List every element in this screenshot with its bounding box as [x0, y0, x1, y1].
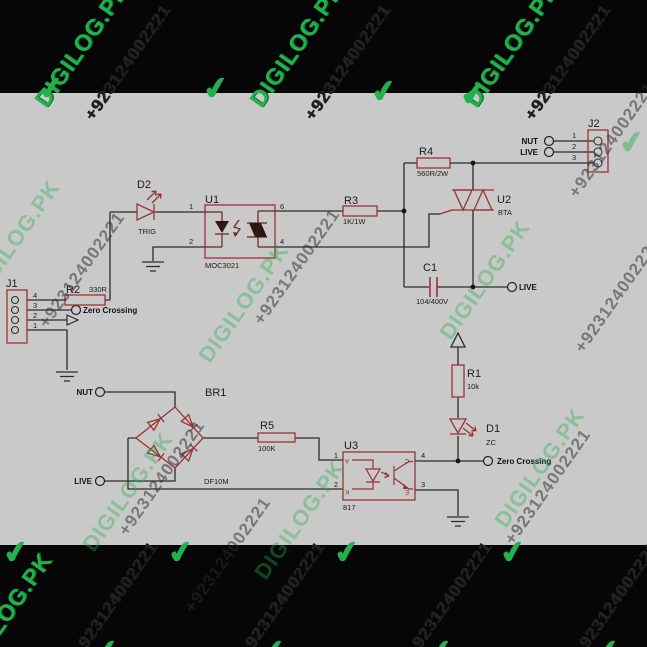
resistor-r4: R4 560R/2W — [416, 146, 451, 178]
resistor-r3: R3 1K/1W — [342, 195, 378, 226]
u2-ref: U2 — [497, 194, 511, 206]
u3-pin2: 2 — [334, 480, 338, 489]
ground-symbols — [56, 261, 469, 527]
u1-value: MOC3021 — [205, 261, 239, 270]
u3-pinletter-e: E — [405, 488, 409, 494]
j1-pin3: 3 — [33, 301, 37, 310]
check-icon: ✔ — [91, 633, 122, 647]
br1-value: DF10M — [204, 477, 229, 486]
d2-value: TRIG — [138, 227, 156, 236]
net-labels: Zero Crossing Zero Crossing NUT LIVE LIV… — [74, 283, 551, 486]
u3-pinletter-k: K — [345, 488, 349, 494]
u2-value: BTA — [498, 208, 512, 217]
u3-value: 817 — [343, 503, 356, 512]
u1-ref: U1 — [205, 194, 219, 206]
u3-pin3: 3 — [421, 480, 425, 489]
r2-value: 330R — [89, 285, 108, 294]
signal-arrow-icon — [66, 314, 80, 326]
j2-live-label: LIVE — [520, 148, 538, 157]
led-d2: D2 TRIG — [136, 179, 162, 236]
led-d1: D1 ZC — [448, 418, 500, 447]
connector-j1: J1 4 3 2 1 — [6, 278, 37, 344]
resistor-r1: R1 10k — [451, 364, 481, 398]
live-top-label: LIVE — [519, 283, 537, 292]
j1-pin2: 2 — [33, 311, 37, 320]
r4-ref: R4 — [419, 146, 433, 158]
d1-ref: D1 — [486, 423, 500, 435]
watermark-phone: +923124002221 — [67, 538, 162, 647]
connector-j2: J2 1 2 3 NUT LIVE — [520, 118, 609, 173]
resistor-r2: R2 330R — [64, 284, 108, 306]
j1-ref: J1 — [6, 278, 18, 290]
check-icon: ✔ — [425, 633, 456, 647]
watermark-phone: +923124002221 — [568, 538, 647, 647]
j1-pin4: 4 — [33, 291, 37, 300]
u1-pin1: 1 — [189, 202, 193, 211]
c1-value: 104/400V — [416, 297, 448, 306]
schematic-sheet: J1 4 3 2 1 R2 330R D2 TRIG — [0, 93, 647, 545]
optocoupler-u1: U1 MOC3021 1 2 6 4 — [189, 194, 284, 270]
schematic-svg: J1 4 3 2 1 R2 330R D2 TRIG — [6, 118, 609, 527]
zero-crossing-top-label: Zero Crossing — [83, 306, 137, 315]
watermark-phone: +923124002221 — [234, 538, 329, 647]
d2-ref: D2 — [137, 179, 151, 191]
r5-ref: R5 — [260, 420, 274, 432]
u1-pin4: 4 — [280, 237, 284, 246]
nut-terminal-label: NUT — [77, 388, 94, 397]
u1-pin2: 2 — [189, 237, 193, 246]
watermark-phone: +923124002221 — [401, 538, 496, 647]
j1-pin1: 1 — [33, 321, 37, 330]
j2-pin2: 2 — [572, 142, 576, 151]
br1-ref: BR1 — [205, 387, 226, 399]
bridge-br1: BR1 DF10M — [134, 387, 229, 486]
triac-u2: U2 BTA — [439, 188, 512, 217]
junction-dots — [401, 160, 476, 464]
wires — [27, 140, 594, 516]
j2-pin1: 1 — [572, 131, 576, 140]
j2-ref: J2 — [588, 118, 600, 130]
r2-ref: R2 — [66, 284, 80, 296]
r1-ref: R1 — [467, 368, 481, 380]
d1-value: ZC — [486, 438, 497, 447]
r4-value: 560R/2W — [417, 169, 449, 178]
r5-value: 100K — [258, 444, 276, 453]
terminal-circles — [70, 135, 555, 487]
r3-ref: R3 — [344, 195, 358, 207]
resistor-r5: R5 100K — [257, 420, 296, 453]
u1-pin6: 6 — [280, 202, 284, 211]
u3-pin1: 1 — [334, 451, 338, 460]
check-icon: ✔ — [258, 633, 289, 647]
check-icon: ✔ — [592, 633, 623, 647]
r3-value: 1K/1W — [343, 217, 366, 226]
zero-crossing-bottom-label: Zero Crossing — [497, 457, 551, 466]
u3-pinletter-c: C — [404, 457, 409, 463]
capacitor-c1: C1 104/400V — [416, 262, 448, 306]
u3-pinletter-a: A — [345, 457, 349, 463]
vcc-arrow-icon — [449, 331, 467, 348]
j2-pin3: 3 — [572, 153, 576, 162]
c1-ref: C1 — [423, 262, 437, 274]
u3-ref: U3 — [344, 440, 358, 452]
j2-nut-label: NUT — [522, 137, 539, 146]
u3-pin4: 4 — [421, 451, 425, 460]
live-terminal-label: LIVE — [74, 477, 92, 486]
watermark-brand: DIGILOG.PK — [0, 547, 57, 647]
r1-value: 10k — [467, 382, 479, 391]
optocoupler-u3: U3 817 1 2 4 3 A K C E — [334, 440, 425, 512]
